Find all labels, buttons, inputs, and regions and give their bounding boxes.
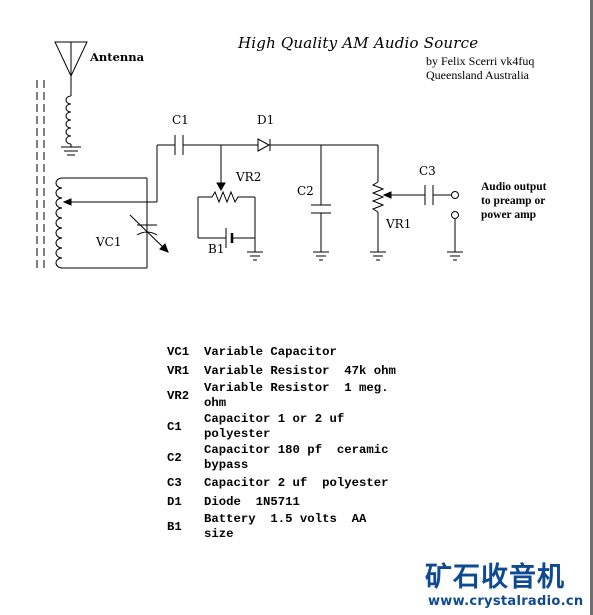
parts-list-row: C3 Capacitor 2 uf polyester bbox=[167, 474, 419, 493]
part-description-line2: ohm bbox=[204, 396, 227, 410]
audio-output-note: Audio output to preamp or power amp bbox=[481, 180, 581, 222]
vr2-wiper-arrow bbox=[216, 182, 226, 192]
part-description: Diode 1N5711 bbox=[204, 493, 419, 512]
c2-label: C2 bbox=[297, 184, 314, 198]
part-description-line1: Variable Resistor 47k ohm bbox=[204, 363, 396, 378]
capacitor-c1 bbox=[174, 135, 184, 155]
audio-output-line1: Audio output bbox=[481, 181, 547, 193]
part-description: Variable Resistor 47k ohm bbox=[204, 362, 419, 381]
ground-b1 bbox=[247, 251, 263, 261]
vr1-label: VR1 bbox=[385, 217, 411, 231]
coil-tap-arrow bbox=[62, 198, 157, 206]
c3-label: C3 bbox=[419, 164, 436, 178]
part-description-line1: Variable Resistor 1 meg. bbox=[204, 381, 389, 395]
part-description-line2: polyester bbox=[204, 427, 271, 441]
resistor-vr1 bbox=[371, 181, 385, 213]
vr2-label: VR2 bbox=[235, 170, 261, 184]
ground-output bbox=[447, 251, 463, 261]
author-location: Queensland Australia bbox=[426, 68, 529, 82]
parts-list-row: D1 Diode 1N5711 bbox=[167, 493, 419, 512]
part-ref: VR2 bbox=[167, 389, 190, 403]
vr1-wiper-arrow bbox=[382, 191, 392, 199]
right-edge-border bbox=[590, 0, 593, 615]
part-ref: VR1 bbox=[167, 364, 190, 378]
d1-label: D1 bbox=[257, 113, 274, 127]
diagram-title: High Quality AM Audio Source bbox=[238, 34, 479, 52]
part-description-line1: Variable Capacitor bbox=[204, 344, 337, 359]
part-ref: C1 bbox=[167, 420, 182, 434]
c1-label: C1 bbox=[172, 113, 189, 127]
resistor-vr2 bbox=[198, 190, 255, 204]
part-ref: C3 bbox=[167, 476, 182, 490]
parts-list-row: VC1 Variable Capacitor bbox=[167, 343, 419, 362]
antenna-symbol bbox=[54, 41, 88, 96]
part-description-line2: bypass bbox=[204, 458, 249, 472]
part-description: Variable Capacitor bbox=[204, 343, 419, 362]
part-ref: B1 bbox=[167, 520, 182, 534]
vc1-label: VC1 bbox=[95, 235, 121, 249]
secondary-coil bbox=[55, 177, 63, 269]
b1-label: B1 bbox=[208, 242, 224, 256]
part-description-line1: Battery 1.5 volts AA bbox=[204, 512, 367, 526]
part-description-line1: Capacitor 2 uf polyester bbox=[204, 475, 389, 490]
author-name: by Felix Scerri vk4fuq bbox=[426, 54, 535, 68]
diode-d1 bbox=[257, 138, 271, 152]
author-credit: by Felix Scerri vk4fuq Queensland Austra… bbox=[426, 54, 534, 82]
part-description-line1: Capacitor 180 pf ceramic bbox=[204, 443, 389, 457]
variable-capacitor-vc1 bbox=[129, 214, 169, 253]
antenna-label: Antenna bbox=[89, 50, 145, 64]
output-terminal-ground bbox=[451, 211, 459, 219]
watermark-site: www.crystalradio.cn bbox=[428, 594, 584, 609]
audio-output-line3: power amp bbox=[481, 209, 537, 221]
audio-output-line2: to preamp or bbox=[481, 195, 546, 207]
parts-list-row: VR2 Variable Resistor 1 meg.ohm bbox=[167, 381, 419, 412]
parts-list-row: VR1 Variable Resistor 47k ohm bbox=[167, 362, 419, 381]
part-description-line2: size bbox=[204, 527, 234, 541]
ground-primary bbox=[61, 144, 81, 156]
part-description: Capacitor 2 uf polyester bbox=[204, 474, 419, 493]
output-terminal-signal bbox=[451, 191, 459, 199]
part-ref: VC1 bbox=[167, 345, 190, 359]
watermark-brand: 矿石收音机 bbox=[425, 562, 565, 593]
capacitor-c2 bbox=[311, 145, 331, 261]
part-description-line1: Capacitor 1 or 2 uf bbox=[204, 412, 345, 426]
part-description-line1: Diode 1N5711 bbox=[204, 494, 300, 509]
part-ref: C2 bbox=[167, 451, 182, 465]
primary-coil bbox=[65, 95, 72, 145]
capacitor-c3 bbox=[424, 185, 434, 205]
part-ref: D1 bbox=[167, 495, 182, 509]
ground-vr1 bbox=[370, 251, 386, 261]
battery-b1 bbox=[225, 228, 234, 248]
part-description: Variable Resistor 1 meg.ohm bbox=[204, 381, 419, 412]
